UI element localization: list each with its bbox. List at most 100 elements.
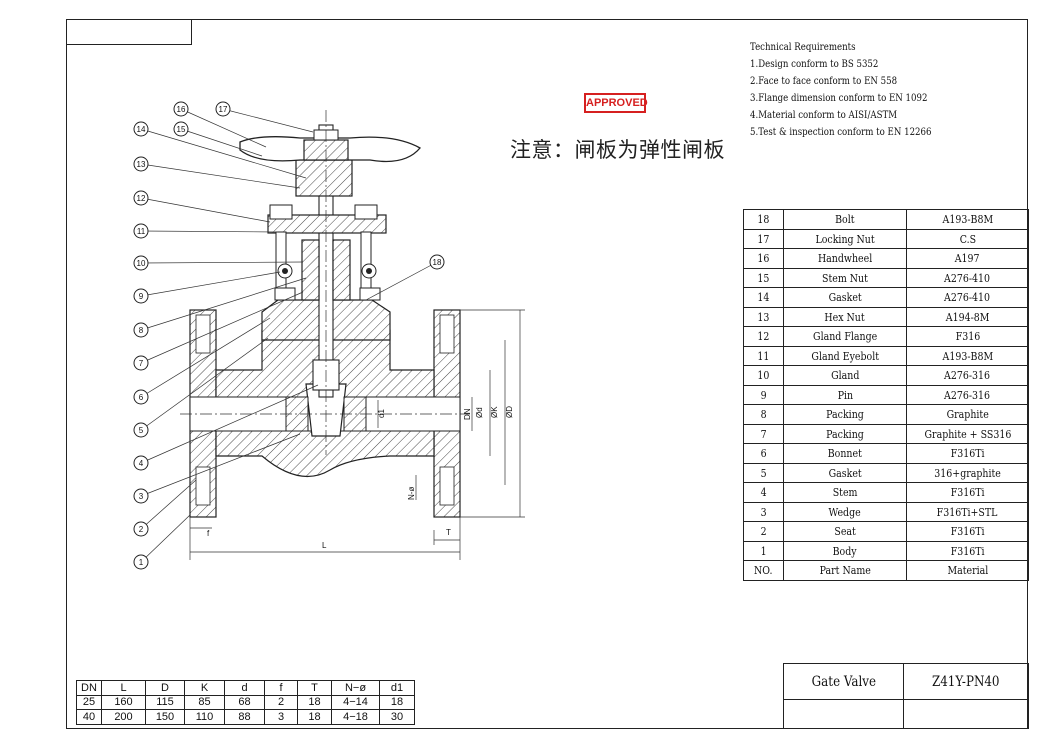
dim-T-label: T	[446, 528, 451, 537]
balloon-leader	[140, 163, 301, 189]
dims-cell: 4−18	[331, 709, 380, 725]
balloon-circle	[173, 121, 189, 137]
dims-cell: 40	[76, 709, 102, 725]
title-block-model: Z41Y-PN40	[903, 663, 1029, 700]
part-name: Wedge	[783, 501, 907, 522]
balloon-leader	[140, 479, 197, 530]
tech-req-item: 2.Face to face conform to EN 558	[750, 75, 898, 87]
dims-header-cell: d1	[379, 680, 415, 696]
part-no: 11	[743, 345, 784, 366]
part-name: Stem	[783, 482, 907, 503]
dim-D-label: ØD	[505, 406, 514, 418]
parts-header-cell: Material	[906, 560, 1029, 581]
balloon-number: 12	[137, 194, 146, 203]
left-bolt-hole	[195, 314, 211, 354]
dims-cell: 88	[224, 709, 265, 725]
eyebolt-right	[360, 231, 372, 293]
packing-right	[332, 239, 351, 301]
hex-nut-left	[269, 204, 293, 220]
balloon-number: 1	[139, 558, 144, 567]
packing-left	[301, 239, 320, 301]
part-material: A193-B8M	[906, 345, 1029, 366]
dims-cell: 30	[379, 709, 415, 725]
title-block: Gate Valve Z41Y-PN40	[783, 663, 1029, 729]
balloon-number: 14	[137, 125, 146, 134]
part-no: 18	[743, 209, 784, 230]
balloon-circle	[133, 355, 149, 371]
balloon-circle	[133, 255, 149, 271]
balloon-number: 13	[137, 160, 146, 169]
chinese-note: 注意：闸板为弹性闸板	[510, 138, 725, 162]
balloon-number: 4	[139, 459, 144, 468]
tech-req-item: 5.Test & inspection conform to EN 12266	[750, 126, 932, 138]
balloon-number: 9	[139, 292, 144, 301]
balloon-circle	[133, 322, 149, 338]
part-material: 316+graphite	[906, 462, 1029, 483]
balloon-circle	[429, 254, 445, 270]
balloon-circle	[173, 101, 189, 117]
dim-d-label: Ød	[475, 407, 484, 418]
tech-req-item: 3.Flange dimension conform to EN 1092	[750, 92, 928, 104]
balloon-circle	[133, 156, 149, 172]
balloon-number: 18	[433, 258, 442, 267]
bonnet-nut-left	[274, 287, 296, 301]
dim-N-label: N-ø	[407, 487, 416, 500]
part-material: Graphite + SS316	[906, 423, 1029, 444]
part-name: Body	[783, 540, 907, 561]
balloon-leader	[140, 128, 307, 179]
right-bolt-hole	[439, 314, 455, 354]
title-block-name: Gate Valve	[783, 663, 904, 700]
balloon-number: 11	[137, 227, 146, 236]
part-name: Gasket	[783, 287, 907, 308]
balloon-number: 16	[177, 105, 186, 114]
balloon-circle	[215, 101, 231, 117]
dims-cell: 18	[297, 709, 332, 725]
balloon-leader	[140, 277, 307, 331]
balloon-leader	[140, 197, 271, 223]
parts-header-cell: Part Name	[783, 560, 907, 581]
balloon-number: 8	[139, 326, 144, 335]
part-name: Locking Nut	[783, 228, 907, 249]
balloon-leader	[140, 384, 319, 464]
tech-req-item: 1.Design conform to BS 5352	[750, 58, 879, 70]
balloon-leader	[180, 128, 263, 157]
balloon-leader	[180, 108, 267, 148]
dim-DN-label: DN	[463, 408, 472, 420]
tech-req-item: 4.Material conform to AISI/ASTM	[750, 109, 898, 121]
balloon-circle	[133, 121, 149, 137]
balloon-number: 5	[139, 426, 144, 435]
balloon-leader	[140, 337, 269, 431]
balloon-number: 15	[177, 125, 186, 134]
part-material: A193-B8M	[906, 209, 1029, 230]
balloon-leader	[140, 271, 281, 297]
balloon-circle	[133, 422, 149, 438]
balloon-leader	[140, 230, 279, 233]
balloon-circle	[133, 389, 149, 405]
dim-L-label: L	[322, 541, 327, 550]
stem-nut	[295, 159, 353, 197]
approved-stamp: APPROVED	[584, 93, 648, 113]
balloon-leader	[140, 291, 304, 364]
part-material: F316Ti	[906, 482, 1029, 503]
balloon-circle	[133, 455, 149, 471]
balloon-number: 10	[137, 259, 146, 268]
balloon-number: 7	[139, 359, 144, 368]
balloon-circle	[133, 288, 149, 304]
dim-d1-label: d1	[377, 409, 386, 418]
balloon-circle	[133, 521, 149, 537]
balloon-leader	[140, 514, 191, 563]
